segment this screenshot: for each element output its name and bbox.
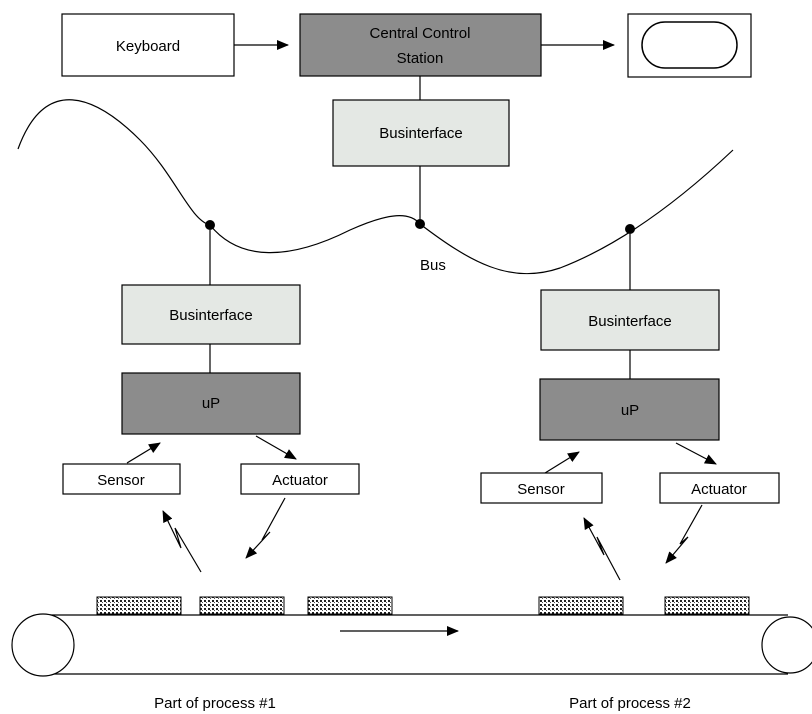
node1-actuator-arrow [255, 435, 297, 460]
bus-node-central [415, 219, 425, 229]
conveyor-item [199, 596, 285, 615]
node2-businterface-box: Businterface [540, 289, 720, 351]
bus-node-1 [205, 220, 215, 230]
bus-line [17, 99, 734, 275]
lightning-signal-icon [162, 510, 202, 573]
lightning-signal-icon [245, 497, 286, 559]
lightning-signal-icon [665, 504, 703, 564]
node1-actuator-box: Actuator [240, 463, 360, 495]
node1-sensor-box: Sensor [62, 463, 181, 495]
central-control-station-box: Central Control Station [299, 13, 542, 77]
node2-processor-box: uP [539, 378, 720, 441]
node1-processor-box: uP [121, 372, 301, 435]
conveyor-item [664, 596, 750, 615]
node1-sensor-label: Sensor [97, 472, 145, 489]
node2-sensor-arrow [544, 451, 580, 474]
bus-node-2 [625, 224, 635, 234]
node2-actuator-label: Actuator [691, 481, 747, 498]
conveyor-item [307, 596, 393, 615]
node2-processor-label: uP [621, 402, 639, 419]
node1-sensor-arrow [126, 442, 161, 464]
node1-businterface-box: Businterface [121, 284, 301, 345]
lightning-signal-icon [583, 517, 621, 581]
conveyor-item [538, 596, 624, 615]
conveyor-item [96, 596, 182, 615]
central-businterface-label: Businterface [379, 125, 462, 142]
node2-sensor-label: Sensor [517, 481, 565, 498]
monitor-icon [627, 13, 752, 78]
conveyor-items [96, 596, 750, 615]
node1-processor-label: uP [202, 395, 220, 412]
node2-actuator-arrow [675, 442, 717, 465]
central-businterface-box: Businterface [332, 99, 510, 167]
node2-actuator-box: Actuator [659, 472, 780, 504]
process1-label: Part of process #1 [154, 695, 276, 712]
keyboard-box: Keyboard [61, 13, 235, 77]
node2-businterface-label: Businterface [588, 313, 671, 330]
node1-businterface-label: Businterface [169, 307, 252, 324]
keyboard-label: Keyboard [116, 38, 180, 55]
process2-label: Part of process #2 [569, 695, 691, 712]
central-station-label-line1: Central Control [370, 25, 471, 42]
node2-sensor-box: Sensor [480, 472, 603, 504]
central-station-label-line2: Station [397, 50, 444, 67]
node1-actuator-label: Actuator [272, 472, 328, 489]
bus-label: Bus [420, 257, 446, 274]
conveyor-belt-icon [11, 613, 812, 677]
